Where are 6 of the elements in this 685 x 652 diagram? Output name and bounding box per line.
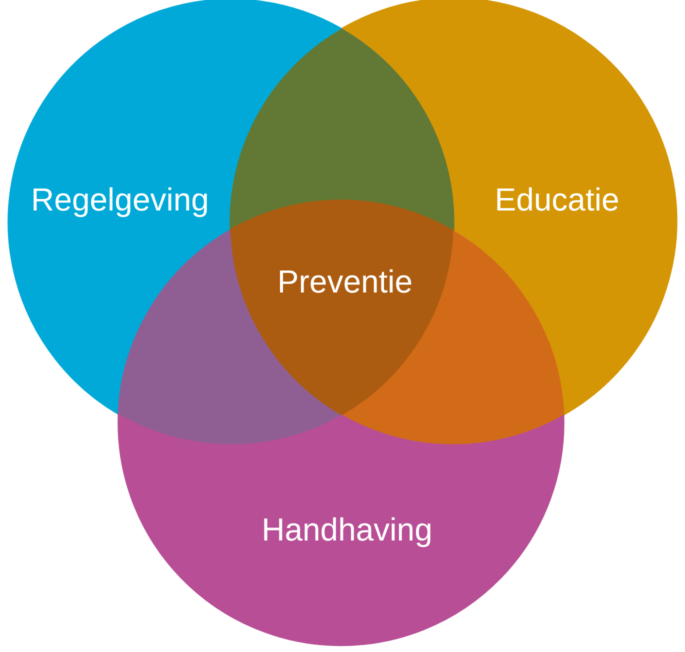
intersection-label: Preventie — [277, 264, 413, 300]
circle-label: Educatie — [494, 182, 620, 218]
circle-label: Handhaving — [262, 512, 432, 548]
circle-label: Regelgeving — [31, 182, 209, 218]
center-intersection — [230, 200, 454, 416]
overlap-region — [230, 28, 454, 231]
